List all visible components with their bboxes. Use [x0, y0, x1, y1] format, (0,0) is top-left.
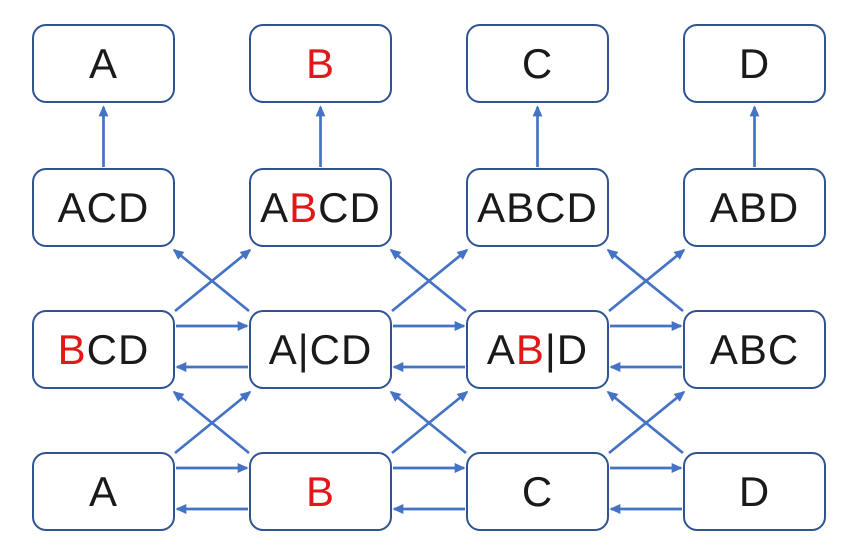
node-label-segment: C: [521, 39, 554, 87]
node-label-red-segment: B: [305, 39, 335, 87]
node-label-red-segment: B: [515, 325, 545, 373]
node-label-segment: |D: [544, 325, 589, 373]
node-label-segment: ACD: [57, 183, 150, 231]
node-r4c4: D: [683, 452, 826, 531]
node-label-segment: C: [521, 467, 554, 515]
node-label-segment: D: [738, 39, 771, 87]
node-label-segment: ABD: [709, 183, 800, 231]
node-r4c2: B: [249, 452, 392, 531]
arrow-r4c2-to-r3c1: [172, 390, 250, 455]
node-r1c1: A: [32, 24, 175, 103]
node-label-segment: ABCD: [477, 183, 598, 231]
node-label-segment: A: [486, 325, 516, 373]
node-label-segment: D: [738, 467, 771, 515]
node-label-segment: ABC: [709, 325, 800, 373]
node-r2c4: ABD: [683, 168, 826, 247]
node-label-segment: A|CD: [268, 325, 373, 373]
node-label-red-segment: B: [289, 183, 319, 231]
arrow-r3c2-to-r2c1: [172, 248, 250, 313]
node-label-red-segment: B: [305, 467, 335, 515]
node-r1c3: C: [466, 24, 609, 103]
arrow-r4c3-to-r3c2: [389, 390, 467, 455]
node-r4c3: C: [466, 452, 609, 531]
arrow-r3c3-to-r2c2: [389, 248, 467, 313]
arrow-r3c4-to-r2c3: [606, 248, 684, 313]
node-r2c1: ACD: [32, 168, 175, 247]
node-r1c4: D: [683, 24, 826, 103]
node-r4c1: A: [32, 452, 175, 531]
node-label-red-segment: B: [57, 325, 87, 373]
node-label-segment: A: [88, 467, 118, 515]
node-label-segment: A: [260, 183, 290, 231]
node-label-segment: CD: [318, 183, 381, 231]
node-label-segment: CD: [86, 325, 150, 373]
node-r3c2: A|CD: [249, 310, 392, 389]
node-r3c4: ABC: [683, 310, 826, 389]
arrow-r4c4-to-r3c3: [606, 390, 684, 455]
node-r2c3: ABCD: [466, 168, 609, 247]
node-r1c2: B: [249, 24, 392, 103]
node-label-segment: A: [88, 39, 118, 87]
